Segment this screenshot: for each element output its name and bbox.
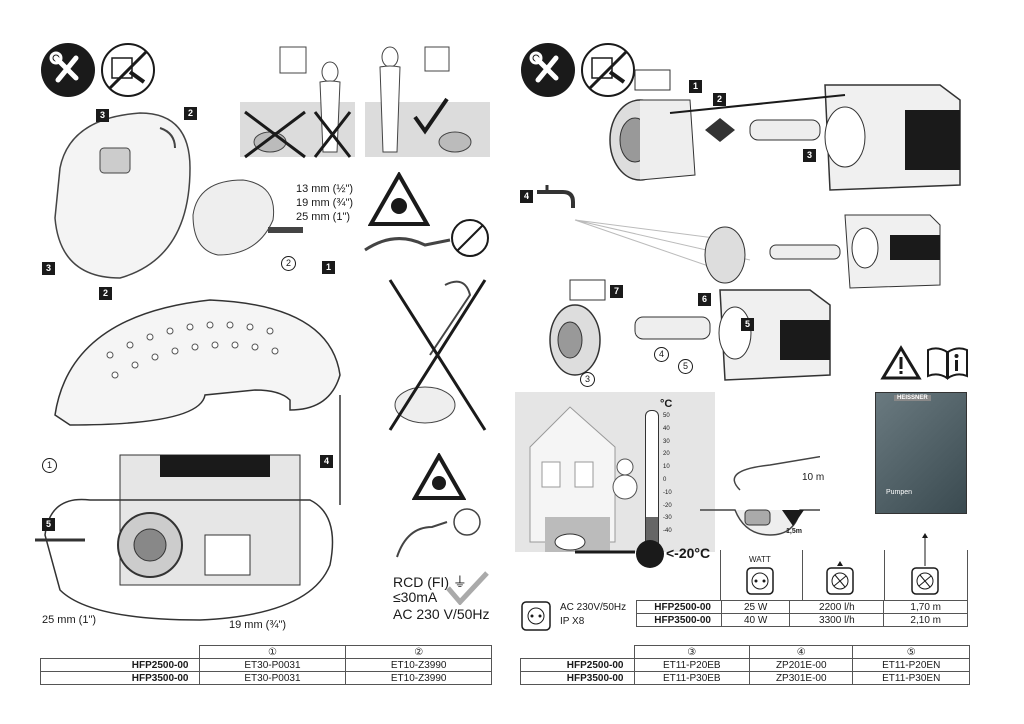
part-5-callout: 5	[678, 359, 693, 374]
outlet-19mm-label: 19 mm (¾")	[229, 619, 287, 631]
spec-header-grid	[720, 550, 968, 600]
part-1-callout: 1	[42, 458, 57, 473]
step-2-badge-lower: 2	[99, 287, 112, 300]
plug-socket-illustration	[396, 508, 481, 558]
part-4-callout: 4	[654, 347, 669, 362]
tools-icon	[41, 43, 95, 97]
ip-rating: IP X8	[560, 616, 585, 627]
hose-size-13: 13 mm (½")	[296, 183, 354, 195]
rcd-line-1: RCD (FI) ⏚	[393, 574, 467, 590]
temp-limit-label: <-20°C	[666, 545, 711, 561]
power-rating: AC 230V/50Hz	[560, 602, 627, 613]
warning-triangle-icon-right	[880, 345, 922, 380]
step-1-badge: 1	[322, 261, 335, 274]
tools-icon-right	[521, 43, 575, 97]
col-header-3: ③	[633, 645, 751, 659]
thermometer-unit: °C	[660, 398, 673, 410]
step-3-badge-lower: 3	[42, 262, 55, 275]
manual-cover: HEISSNER Pumpen	[875, 392, 967, 514]
depth-label: 1,5m	[786, 528, 802, 535]
step-2-badge: 2	[184, 107, 197, 120]
watt-label: WATT	[749, 555, 771, 564]
step-6-badge: 6	[698, 293, 711, 306]
step-5-badge-right: 5	[741, 318, 754, 331]
left-parts-table: ① ② HFP2500-00 ET30-P0031 ET10-Z3990 HFP…	[40, 645, 492, 685]
faucet-icon	[537, 185, 575, 208]
read-manual-icon	[927, 347, 968, 380]
table-row: HFP3500-00 40 W 3300 l/h 2,10 m	[636, 613, 968, 627]
step-3-badge-right: 3	[803, 149, 816, 162]
cable-length-label: 10 m	[802, 472, 825, 483]
flow-rate-icon	[826, 561, 854, 595]
manual-title: Pumpen	[886, 489, 913, 496]
pump-height-icon	[911, 533, 939, 595]
power-socket-icon	[521, 601, 551, 631]
warning-triangle-icon-2	[412, 453, 466, 500]
unplug-icon-right	[581, 43, 635, 97]
part-3-callout: 3	[580, 372, 595, 387]
col-header-5: ⑤	[852, 645, 970, 659]
step-7-badge: 7	[610, 285, 623, 298]
col-header-1: ①	[198, 645, 347, 659]
warning-triangle-icon	[368, 172, 430, 226]
step-5-badge: 5	[42, 518, 55, 531]
no-person-in-water-illustration	[240, 46, 490, 159]
table-row: HFP2500-00 ET30-P0031 ET10-Z3990	[40, 658, 492, 672]
rcd-line-3: AC 230 V/50Hz	[393, 606, 490, 622]
thermometer-tube	[645, 410, 659, 548]
hose-size-19: 19 mm (¾")	[296, 197, 354, 209]
table-row: HFP2500-00 ET11-P20EB ZP201E-00 ET11-P20…	[520, 658, 970, 672]
unplug-icon	[101, 43, 155, 97]
rcd-line-2: ≤30mA	[393, 589, 438, 605]
pump-cover-illustration	[54, 112, 191, 279]
step-1-badge-right: 1	[689, 80, 702, 93]
step-2-badge-right: 2	[713, 93, 726, 106]
thermometer-bulb	[636, 540, 664, 568]
depth-marker-icon	[782, 510, 804, 526]
hose-connector-illustration	[192, 179, 303, 256]
part-2-callout: 2	[281, 256, 296, 271]
no-lift-by-cable-illustration	[388, 279, 487, 431]
hand-scissors-illustration	[364, 219, 489, 257]
table-row: HFP2500-00 25 W 2200 l/h 1,70 m	[636, 600, 968, 614]
col-header-4: ④	[749, 645, 854, 659]
table-row: HFP3500-00 ET30-P0031 ET10-Z3990	[40, 671, 492, 685]
step-4-badge: 4	[320, 455, 333, 468]
spec-table: HFP2500-00 25 W 2200 l/h 1,70 m HFP3500-…	[636, 600, 968, 627]
checkmark-icon	[446, 571, 489, 605]
motor-rinse-illustration	[574, 214, 941, 289]
house-winter-illustration	[515, 392, 715, 554]
outlet-25mm-label: 25 mm (1")	[42, 614, 97, 626]
socket-icon	[746, 567, 774, 595]
hose-size-25: 25 mm (1")	[296, 211, 351, 223]
col-header-2: ②	[345, 645, 492, 659]
motor-assembly-illustration	[549, 279, 831, 381]
motor-exploded-top	[609, 69, 961, 191]
right-parts-table: ③ ④ ⑤ HFP2500-00 ET11-P20EB ZP201E-00 ET…	[520, 645, 970, 685]
step-3-badge: 3	[96, 109, 109, 122]
table-row: HFP3500-00 ET11-P30EB ZP301E-00 ET11-P30…	[520, 671, 970, 685]
step-4-badge-right: 4	[520, 190, 533, 203]
manual-brand: HEISSNER	[894, 395, 931, 401]
pump-exploded-view	[35, 299, 341, 621]
